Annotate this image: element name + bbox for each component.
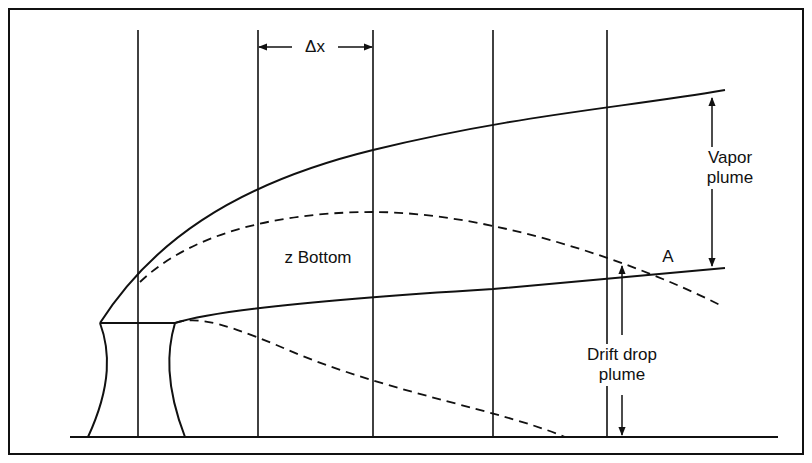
ground-line xyxy=(70,436,778,438)
plume-label: Vapor plume xyxy=(696,147,764,188)
frame-border xyxy=(9,9,803,454)
cooling-tower xyxy=(88,323,185,437)
grid-lines xyxy=(138,30,607,437)
boundary-label: z Bottom xyxy=(281,247,354,269)
dimension-label: Δx xyxy=(302,36,328,58)
dimension-arrows xyxy=(259,47,712,435)
drift-plume-bottom xyxy=(175,320,565,437)
vapor-plume-bottom xyxy=(175,268,725,323)
plume-label: Drift drop plume xyxy=(571,344,673,385)
vapor-plume-top xyxy=(100,90,725,323)
drift-plume-top xyxy=(140,212,720,305)
point-label: A xyxy=(659,246,676,268)
